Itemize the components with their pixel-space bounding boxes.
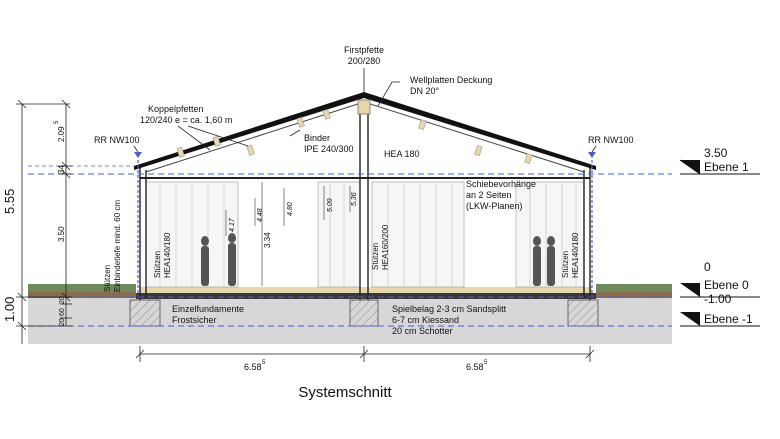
height-480: 4.80: [287, 202, 294, 216]
hea180-label: HEA 180: [384, 149, 420, 159]
stuetzen-d-label: Stützen: [561, 251, 570, 278]
foundation-middle: [349, 299, 379, 327]
foundation-right: [567, 299, 599, 327]
interior-height-lines: [225, 182, 351, 286]
rafter-inner-right: [363, 101, 585, 173]
kiessand-label: 6-7 cm Kiessand: [392, 315, 459, 325]
span-right-sup: 5: [484, 360, 488, 366]
foundation-left: [129, 299, 161, 327]
stuetzen-a-label: Stützen: [103, 265, 112, 292]
level-1-value: 3.50: [704, 146, 728, 160]
stuetzen-b-label: Stützen: [153, 251, 162, 278]
rainwater-pipes: [137, 160, 593, 296]
frostsicher-label: Frostsicher: [172, 315, 217, 325]
rr-right-label: RR NW100: [588, 135, 634, 145]
height-536: 5.36: [351, 192, 358, 206]
firstpfette-size: 200/280: [348, 56, 381, 66]
height-417: 4.17: [229, 217, 236, 232]
level-0-value: 0: [704, 260, 711, 274]
stuetzen-d-size: HEA140/180: [571, 232, 580, 278]
dim-20b: 20: [59, 318, 66, 326]
span-left: 6.58: [244, 362, 262, 372]
schiebe-label-2: an 2 Seiten: [466, 190, 512, 200]
schotter-label: 20 cm Schotter: [392, 326, 453, 336]
level-lines: [28, 173, 672, 327]
gutter-left-icon: [134, 152, 142, 158]
rr-left-label: RR NW100: [94, 135, 140, 145]
soil-right: [596, 292, 672, 298]
curtain-folds: [159, 184, 577, 286]
floor-slab: [136, 293, 596, 299]
horizontal-dimension-lines: [135, 346, 595, 362]
dim-20: 20: [59, 296, 66, 304]
koppelpfetten-size: 120/240 e = ca. 1,60 m: [140, 115, 232, 125]
height-448: 4.48: [257, 208, 264, 222]
dim-209-sup: 5: [54, 120, 60, 124]
dim-350: 3.50: [57, 226, 66, 242]
schiebe-label-1: Schiebevorhänge: [466, 179, 536, 189]
soil-left: [28, 292, 136, 298]
floor-sand: [140, 287, 592, 293]
span-right: 6.58: [466, 362, 484, 372]
stuetzen-c-label: Stützen: [371, 243, 380, 270]
level-1-name: Ebene 1: [704, 160, 749, 174]
einzelfundamente-label: Einzelfundamente: [172, 304, 244, 314]
deckung-slope: DN 20°: [410, 86, 440, 96]
binder-label: Binder: [304, 133, 330, 143]
dim-foundation-depth: 1.00: [2, 297, 17, 322]
height-509: 5.09: [327, 198, 334, 212]
vertical-dimension-lines: [16, 99, 72, 344]
grass-left: [28, 284, 136, 292]
columns: [139, 100, 591, 300]
level-minus1-name: Ebene -1: [704, 312, 753, 326]
koppelpfetten-label: Koppelpfetten: [148, 104, 204, 114]
person-figures: [201, 233, 555, 286]
level-marker-minus1: [680, 312, 760, 327]
level-minus1-value: -1.00: [704, 292, 732, 306]
schiebe-label-3: (LKW-Planen): [466, 201, 522, 211]
level-marker-0: [680, 283, 760, 298]
stuetzen-b-size: HEA140/180: [163, 232, 172, 278]
curtain-panels: [145, 181, 585, 288]
binder-size: IPE 240/300: [304, 144, 354, 154]
purlins: [176, 108, 533, 165]
level-0-name: Ebene 0: [704, 278, 749, 292]
deckung-label: Wellplatten Deckung: [410, 75, 492, 85]
dim-209: 2.09: [57, 126, 66, 142]
ridge-purlin: [357, 99, 371, 115]
level-marker-1: [679, 159, 760, 175]
drawing-title: Systemschnitt: [298, 384, 392, 401]
stuetzen-c-size: HEA160/200: [381, 224, 390, 270]
gutter-right-icon: [588, 152, 596, 158]
span-left-sup: 5: [262, 360, 266, 366]
firstpfette-label: Firstpfette: [344, 45, 384, 55]
leader-lines: [133, 68, 597, 153]
stuetzen-a-depth: Einbindetiefe mind. 60 cm: [113, 200, 122, 292]
height-334: 3.34: [263, 232, 272, 248]
dim-total-height: 5.55: [2, 189, 17, 214]
grass-right: [596, 284, 672, 292]
dim-60: 60: [59, 308, 66, 316]
spielbelag-label: Spielbelag 2-3 cm Sandsplitt: [392, 304, 507, 314]
dim-34: 34: [57, 165, 66, 174]
